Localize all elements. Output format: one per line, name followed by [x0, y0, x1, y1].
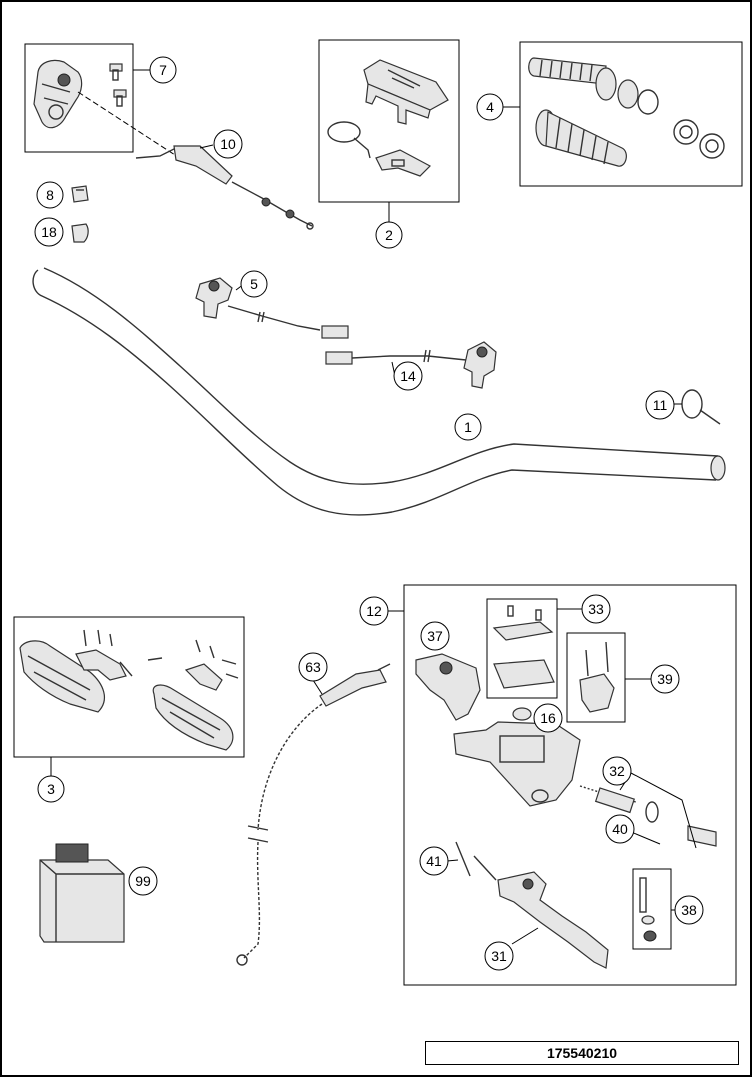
callout-33: 33: [581, 594, 611, 624]
map-switch-part: [325, 341, 497, 389]
callout-4: 4: [476, 93, 504, 121]
callout-14: 14: [393, 361, 423, 391]
callout-18: 18: [34, 217, 64, 247]
hydraulic-fluid-bottle-part: [39, 843, 125, 943]
svg-text:40: 40: [612, 821, 628, 837]
handguard-box: [13, 616, 245, 758]
handguard-part: [19, 629, 239, 751]
throttle-housing-box: [24, 43, 134, 153]
reference-number: 175540210: [425, 1041, 739, 1065]
callout-31: 31: [484, 941, 514, 971]
reservoir-cover-box: [486, 598, 558, 699]
callout-3: 3: [37, 775, 65, 803]
cable-guide-part: [71, 223, 89, 243]
callout-7: 7: [149, 56, 177, 84]
clutch-cable-part: [236, 663, 391, 966]
svg-text:12: 12: [366, 603, 382, 619]
svg-text:4: 4: [486, 99, 494, 115]
callout-39: 39: [650, 664, 680, 694]
clutch-assembly-box: [403, 584, 737, 986]
svg-text:39: 39: [657, 671, 673, 687]
svg-text:38: 38: [681, 902, 697, 918]
svg-text:5: 5: [250, 276, 258, 292]
callout-2: 2: [375, 221, 403, 249]
callout-32: 32: [602, 756, 632, 786]
svg-text:18: 18: [41, 224, 57, 240]
throttle-housing-part: [33, 59, 176, 156]
callout-41: 41: [419, 846, 449, 876]
callout-10: 10: [213, 129, 243, 159]
handlebar-pad-part: [327, 59, 449, 177]
svg-text:33: 33: [588, 601, 604, 617]
svg-text:10: 10: [220, 136, 236, 152]
callout-5: 5: [240, 270, 268, 298]
callout-11: 11: [645, 390, 675, 420]
svg-text:16: 16: [540, 710, 556, 726]
grip-set-box: [519, 41, 743, 187]
callout-12: 12: [359, 596, 389, 626]
svg-text:7: 7: [159, 62, 167, 78]
grip-set-part: [528, 57, 725, 167]
callout-63: 63: [298, 652, 328, 682]
callout-37: 37: [420, 621, 450, 651]
callout-8: 8: [36, 181, 64, 209]
svg-text:41: 41: [426, 853, 442, 869]
callout-1: 1: [454, 413, 482, 441]
callout-40: 40: [605, 814, 635, 844]
pivot-bolt-box: [632, 868, 672, 950]
svg-text:32: 32: [609, 763, 625, 779]
svg-text:99: 99: [135, 873, 151, 889]
leader-lines: [50, 69, 697, 945]
cable-tie-part: [681, 389, 721, 425]
throttle-cable-part: [135, 145, 314, 230]
svg-text:11: 11: [653, 397, 668, 413]
svg-text:14: 14: [400, 368, 416, 384]
callout-38: 38: [674, 895, 704, 925]
svg-text:31: 31: [491, 948, 507, 964]
svg-text:37: 37: [427, 628, 443, 644]
svg-text:63: 63: [305, 659, 321, 675]
svg-text:2: 2: [385, 227, 393, 243]
svg-text:3: 3: [47, 781, 55, 797]
cable-clip-part: [71, 185, 89, 203]
svg-text:1: 1: [464, 419, 472, 435]
clutch-master-cylinder-part: [415, 605, 717, 969]
callout-16: 16: [533, 703, 563, 733]
svg-text:8: 8: [46, 187, 54, 203]
callout-99: 99: [128, 866, 158, 896]
clamp-box: [566, 632, 626, 723]
kill-switch-part: [195, 277, 349, 339]
handlebar-part: [32, 267, 726, 516]
